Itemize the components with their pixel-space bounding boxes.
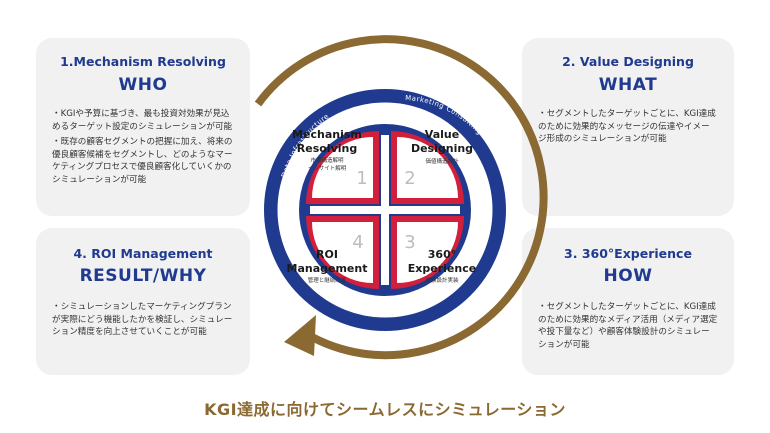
card-roi-management: 4. ROI Management RESULT/WHY ・シミュレーションした… (36, 228, 250, 375)
card-value-designing: 2. Value Designing WHAT ・セグメントしたターゲットごとに… (522, 38, 734, 216)
petal-4-sub-line1: 管理と継続改善 (308, 276, 347, 284)
petal-4-title-line1: ROI (316, 248, 338, 261)
card-body: ・セグメントしたターゲットごとに、KGI達成のために効果的なメディア活用（メディ… (538, 301, 718, 354)
card-body: ・セグメントしたターゲットごとに、KGI達成のために効果的なメッセージの伝達やイ… (538, 108, 718, 149)
card-body: ・KGIや予算に基づき、最も投資対効果が見込めるターゲット設定のシミュレーション… (52, 108, 234, 189)
petal-4-number: 4 (352, 232, 363, 253)
card-body: ・シミュレーションしたマーケティングプランが実際にどう機能したかを検証し、シミュ… (52, 301, 234, 342)
petal-2-sub-line1: 価値構造設計 (425, 157, 459, 165)
center-cross-h (310, 206, 460, 214)
card-title: 1.Mechanism Resolving (60, 54, 226, 69)
card-bullet: ・シミュレーションしたマーケティングプランが実際にどう機能したかを検証し、シミュ… (52, 302, 233, 337)
petal-2 (385, 124, 471, 210)
card-bullet: ・セグメントしたターゲットごとに、KGI達成のために効果的なメッセージの伝達やイ… (538, 109, 716, 144)
footer-tagline: KGI達成に向けてシームレスにシミュレーション (204, 400, 566, 419)
petal-1-title-line2: Resolving (297, 142, 357, 155)
outer-ring (264, 89, 506, 331)
card-key: WHO (118, 75, 168, 95)
petal-4 (299, 210, 385, 296)
petal-3-number: 3 (404, 232, 415, 253)
card-key: RESULT/WHY (79, 266, 207, 286)
petal-3-sub-line1: 体験設計実装 (425, 276, 459, 284)
petal-1 (299, 124, 385, 210)
card-title: 4. ROI Management (73, 246, 213, 261)
card-mechanism-resolving: 1.Mechanism Resolving WHO ・KGIや予算に基づき、最も… (36, 38, 250, 216)
petal-2-title-line1: Value (425, 128, 459, 141)
petal-1-number: 1 (356, 168, 367, 189)
card-title: 3. 360°Experience (564, 246, 692, 261)
card-key: WHAT (598, 75, 658, 95)
petal-1-title-line1: Mechanism (292, 128, 362, 141)
card-bullet: ・KGIや予算に基づき、最も投資対効果が見込めるターゲット設定のシミュレーション… (52, 109, 233, 132)
petal-3-title-line2: Experience (408, 262, 476, 275)
petal-3-title-line1: 360° (428, 248, 456, 261)
petal-4-title-line2: Management (287, 262, 368, 275)
card-bullet: ・セグメントしたターゲットごとに、KGI達成のために効果的なメディア活用（メディ… (538, 302, 718, 350)
cycle-arrow-arc (254, 35, 548, 360)
card-title: 2. Value Designing (562, 54, 694, 69)
card-bullet: ・既存の顧客セグメントの把握に加え、将来の優良顧客候補をセグメントし、どのような… (52, 137, 233, 185)
petal-2-title-line2: Designing (411, 142, 473, 155)
petal-3 (385, 210, 471, 296)
petal-1-sub-line1: 市場構造解明 (310, 156, 344, 164)
petal-2-number: 2 (404, 168, 415, 189)
cycle-arrow-head (284, 315, 316, 356)
card-360-experience: 3. 360°Experience HOW ・セグメントしたターゲットごとに、K… (522, 228, 734, 375)
petal-1-sub-line2: インサイト解明 (308, 164, 347, 172)
card-key: HOW (603, 266, 653, 286)
